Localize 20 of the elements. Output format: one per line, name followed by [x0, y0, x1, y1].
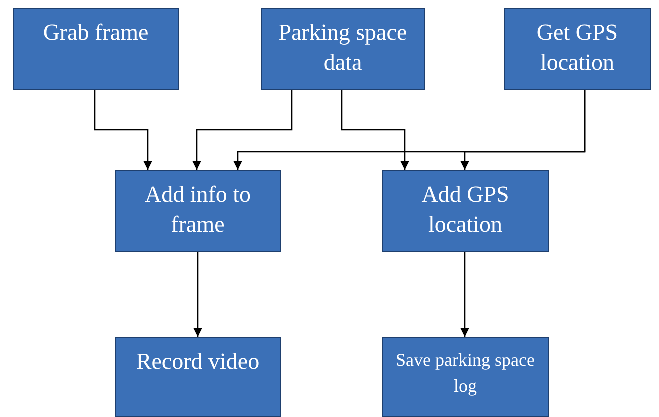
box-label: Parking space data: [278, 19, 408, 77]
box-label: Record video: [136, 348, 260, 376]
process-box: [13, 8, 179, 90]
arrow: [94, 90, 152, 170]
process-box: [261, 8, 425, 90]
process-box: [504, 8, 651, 90]
arrow: [194, 252, 202, 337]
box-label: Get GPS location: [536, 19, 620, 77]
box-label: Add GPS location: [420, 181, 510, 239]
process-box: [115, 170, 281, 252]
box-label: Add info to frame: [144, 181, 252, 239]
box-label: Grab frame: [43, 19, 149, 47]
arrow: [460, 90, 586, 170]
arrow: [341, 90, 410, 170]
box-label: Save parking space log: [395, 349, 536, 398]
arrow: [460, 252, 470, 337]
process-box: [115, 337, 281, 417]
process-box: [382, 337, 549, 417]
process-box: [382, 170, 549, 252]
arrow: [192, 90, 293, 170]
